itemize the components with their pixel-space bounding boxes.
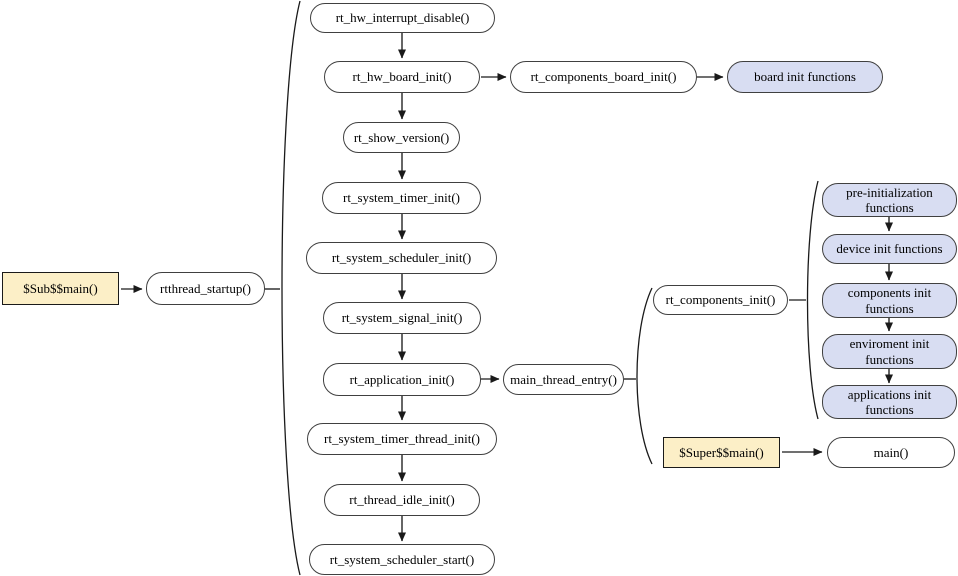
node-pre-initialization-functions: pre-initialization functions bbox=[822, 183, 957, 217]
node-rt-system-scheduler-start: rt_system_scheduler_start() bbox=[309, 544, 495, 575]
node-sub-main: $Sub$$main() bbox=[2, 272, 119, 305]
node-device-init-functions: device init functions bbox=[822, 234, 957, 264]
node-rt-components-init: rt_components_init() bbox=[653, 285, 788, 315]
node-rt-system-signal-init: rt_system_signal_init() bbox=[323, 302, 481, 334]
node-rt-thread-idle-init: rt_thread_idle_init() bbox=[324, 484, 480, 516]
node-components-init-functions: components init functions bbox=[822, 283, 957, 318]
node-rt-show-version: rt_show_version() bbox=[343, 122, 460, 153]
node-rt-system-scheduler-init: rt_system_scheduler_init() bbox=[306, 242, 497, 274]
node-enviroment-init-functions: enviroment init functions bbox=[822, 334, 957, 369]
node-rt-system-timer-init: rt_system_timer_init() bbox=[322, 182, 481, 214]
brace-startup-sequence bbox=[281, 0, 301, 576]
node-rtthread-startup: rtthread_startup() bbox=[146, 272, 265, 305]
node-main: main() bbox=[827, 437, 955, 468]
node-rt-hw-board-init: rt_hw_board_init() bbox=[324, 61, 480, 93]
node-rt-application-init: rt_application_init() bbox=[323, 363, 481, 396]
node-rt-system-timer-thread-init: rt_system_timer_thread_init() bbox=[307, 423, 497, 455]
node-board-init-functions: board init functions bbox=[727, 61, 883, 93]
node-applications-init-functions: applications init functions bbox=[822, 385, 957, 419]
node-rt-hw-interrupt-disable: rt_hw_interrupt_disable() bbox=[310, 3, 495, 33]
node-main-thread-entry: main_thread_entry() bbox=[503, 364, 624, 395]
brace-main-thread-group bbox=[636, 287, 653, 465]
brace-components-group bbox=[806, 180, 819, 420]
node-rt-components-board-init: rt_components_board_init() bbox=[510, 61, 697, 93]
node-super-main: $Super$$main() bbox=[663, 437, 780, 468]
